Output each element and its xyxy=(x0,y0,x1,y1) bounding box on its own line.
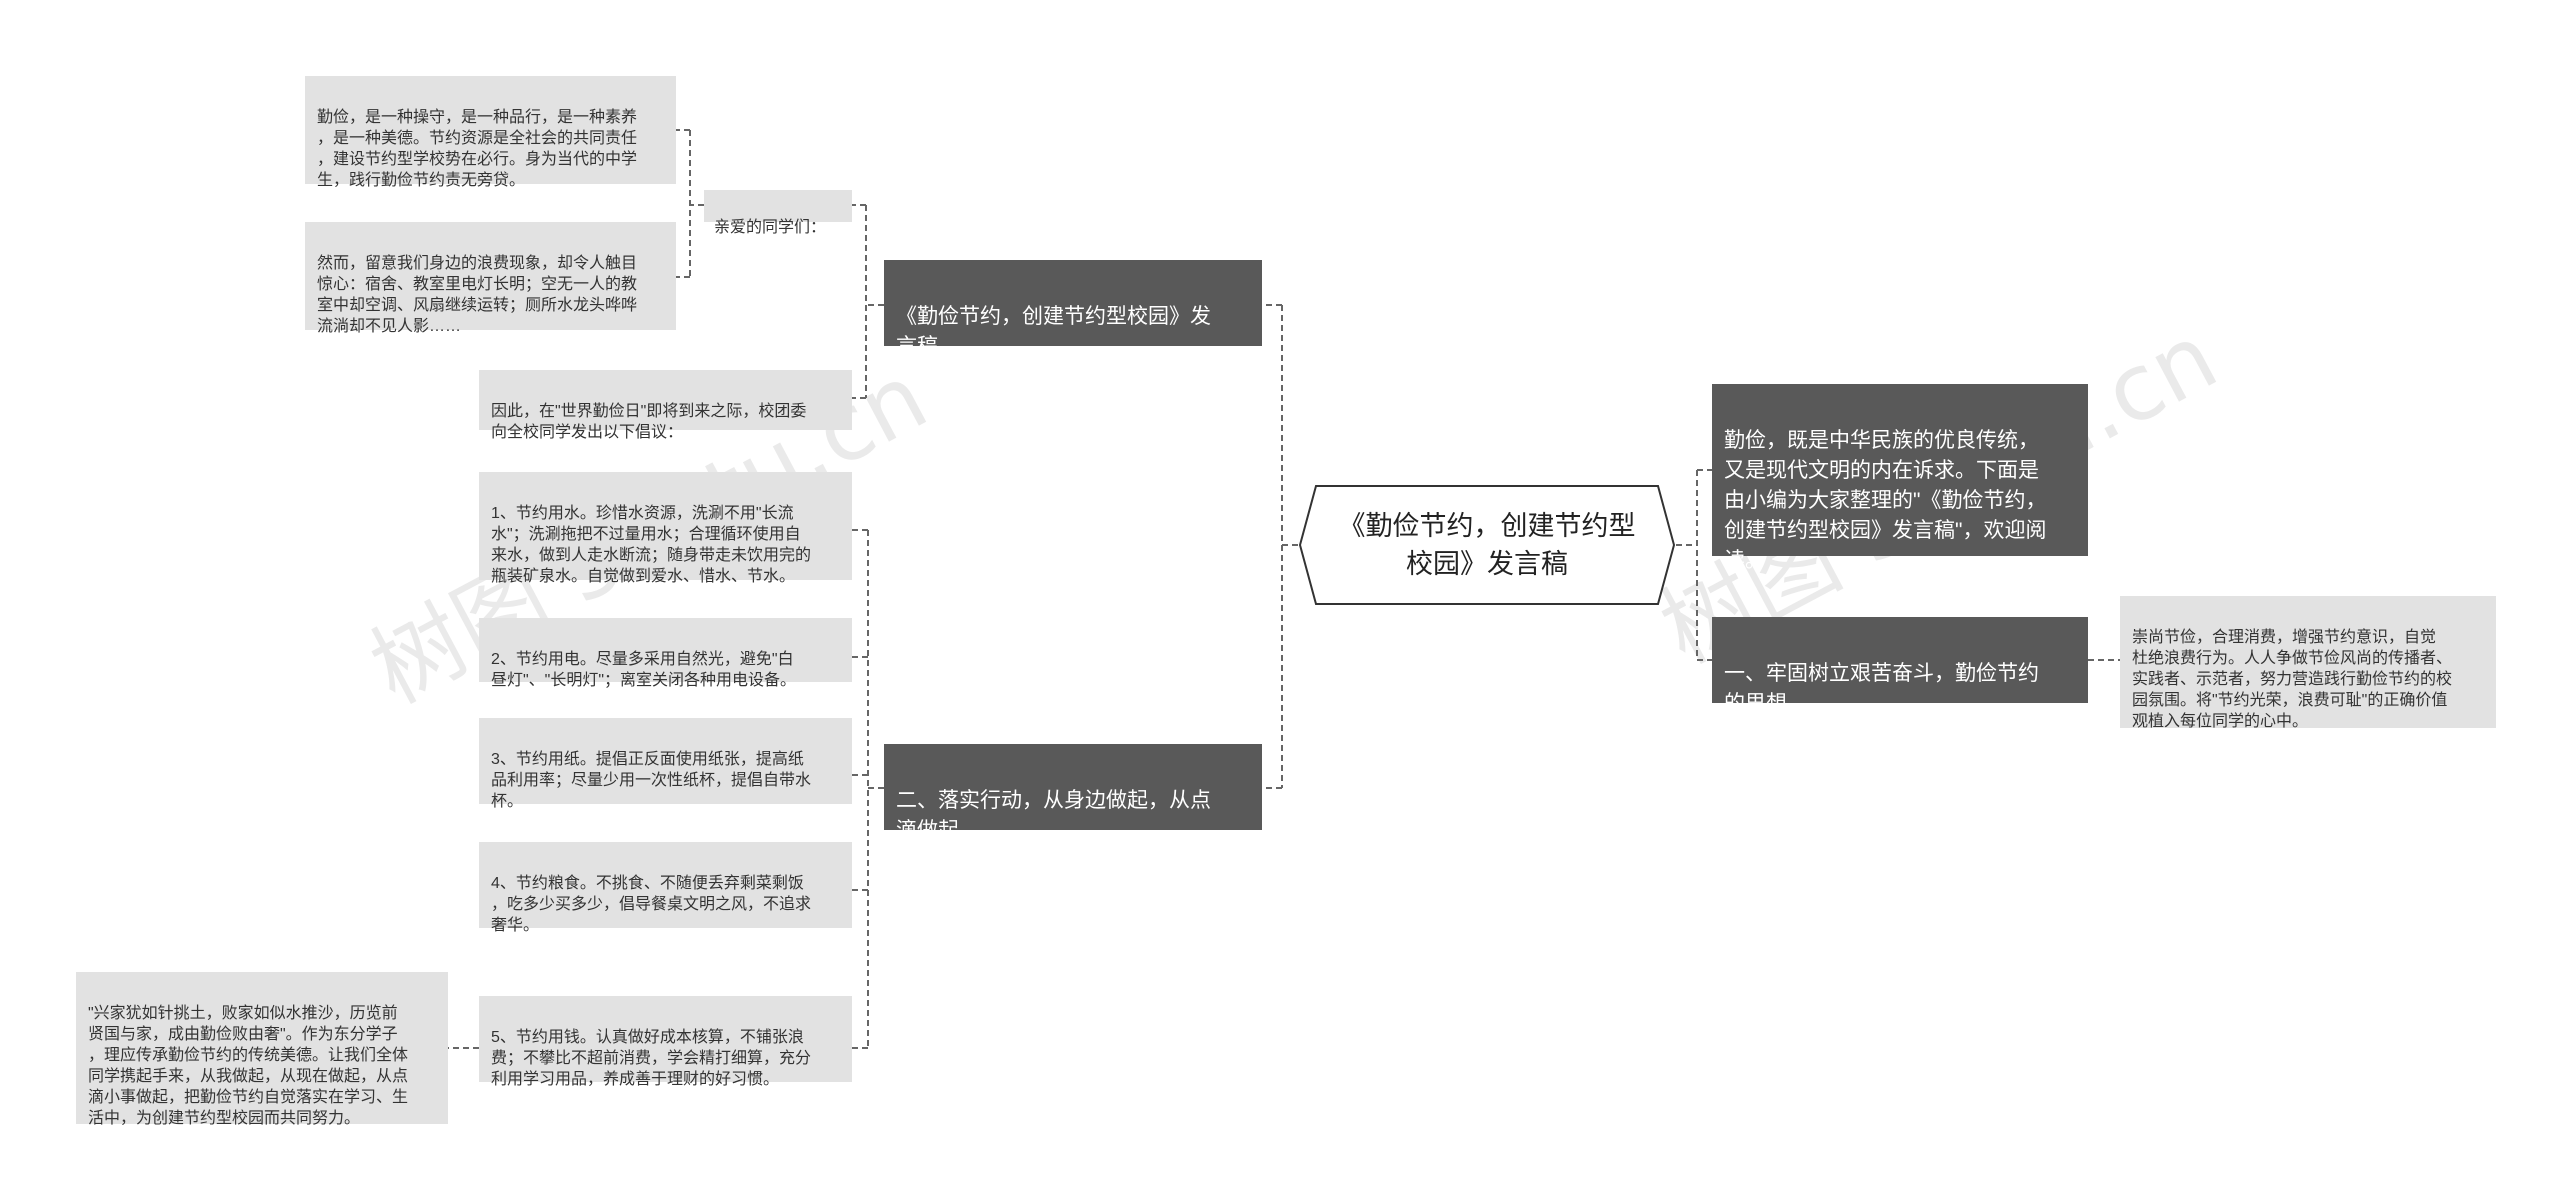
leaf-item-food-text: 4、节约粮食。不挑食、不随便丢弃剩菜剩饭 ，吃多少买多少，倡导餐桌文明之风，不追… xyxy=(491,875,812,934)
leaf-item-paper-text: 3、节约用纸。提倡正反面使用纸张，提高纸 品利用率；尽量少用一次性纸杯，提倡自带… xyxy=(491,751,812,810)
leaf-item-water[interactable]: 1、节约用水。珍惜水资源，洗涮不用"长流 水"；洗涮拖把不过量用水；合理循环使用… xyxy=(479,472,852,585)
link-branch1-trunk xyxy=(852,204,884,399)
leaf-item-money-text: 5、节约用钱。认真做好成本核算，不铺张浪 费；不攀比不超前消费，学会精打细算，充… xyxy=(491,1029,812,1088)
root-title: 《勤俭节约，创建节约型 校园》发言稿 xyxy=(1338,511,1636,579)
leaf-item-money[interactable]: 5、节约用钱。认真做好成本核算，不铺张浪 费；不攀比不超前消费，学会精打细算，充… xyxy=(479,996,852,1088)
leaf-item-food[interactable]: 4、节约粮食。不挑食、不随便丢弃剩菜剩饭 ，吃多少买多少，倡导餐桌文明之风，不追… xyxy=(479,842,852,934)
branch-firm-idea[interactable]: 一、牢固树立艰苦奋斗，勤俭节约 的思想 xyxy=(1712,617,2088,715)
leaf-firm-idea-child-text: 崇尚节俭，合理消费，增强节约意识，自觉 杜绝浪费行为。人人争做节俭风尚的传播者、… xyxy=(2132,629,2453,730)
branch-firm-idea-label: 一、牢固树立艰苦奋斗，勤俭节约 的思想 xyxy=(1724,662,2039,715)
leaf-item-water-text: 1、节约用水。珍惜水资源，洗涮不用"长流 水"；洗涮拖把不过量用水；合理循环使用… xyxy=(491,505,812,585)
branch-speech-title[interactable]: 《勤俭节约，创建节约型校园》发 言稿 xyxy=(884,260,1262,358)
link-root-left-trunk xyxy=(1262,304,1298,789)
branch-speech-title-label: 《勤俭节约，创建节约型校园》发 言稿 xyxy=(896,305,1211,358)
leaf-greeting-paragraph-2[interactable]: 然而，留意我们身边的浪费现象，却令人触目 惊心：宿舍、教室里电灯长明；空无一人的… xyxy=(305,222,676,335)
leaf-greeting[interactable]: 亲爱的同学们： xyxy=(704,190,852,236)
root-hexagon-shape xyxy=(1298,485,1676,605)
root-node[interactable]: 《勤俭节约，创建节约型 校园》发言稿 xyxy=(1298,484,1676,606)
leaf-item-electricity-text: 2、节约用电。尽量多采用自然光，避免"白 昼灯"、"长明灯"；离室关闭各种用电设… xyxy=(491,651,797,689)
leaf-greeting-paragraph-1[interactable]: 勤俭，是一种操守，是一种品行，是一种素养 ，是一种美德。节约资源是全社会的共同责… xyxy=(305,76,676,189)
leaf-item-money-child[interactable]: "兴家犹如针挑土，败家如似水推沙，历览前 贤国与家，成由勤俭败由奢"。作为东分学… xyxy=(76,972,448,1127)
leaf-item-money-child-text: "兴家犹如针挑土，败家如似水推沙，历览前 贤国与家，成由勤俭败由奢"。作为东分学… xyxy=(88,1005,409,1127)
leaf-item-electricity[interactable]: 2、节约用电。尽量多采用自然光，避免"白 昼灯"、"长明灯"；离室关闭各种用电设… xyxy=(479,618,852,689)
link-greeting-trunk xyxy=(676,129,704,278)
leaf-greeting-label: 亲爱的同学们： xyxy=(714,219,827,236)
node-intro-text: 勤俭，既是中华民族的优良传统， 又是现代文明的内在诉求。下面是 由小编为大家整理… xyxy=(1724,429,2047,572)
leaf-greeting-paragraph-2-text: 然而，留意我们身边的浪费现象，却令人触目 惊心：宿舍、教室里电灯长明；空无一人的… xyxy=(317,255,638,335)
node-intro[interactable]: 勤俭，既是中华民族的优良传统， 又是现代文明的内在诉求。下面是 由小编为大家整理… xyxy=(1712,384,2088,572)
branch-action[interactable]: 二、落实行动，从身边做起，从点 滴做起 xyxy=(884,744,1262,842)
link-root-right-trunk xyxy=(1676,469,1712,661)
leaf-firm-idea-child[interactable]: 崇尚节俭，合理消费，增强节约意识，自觉 杜绝浪费行为。人人争做节俭风尚的传播者、… xyxy=(2120,596,2496,730)
branch-action-label: 二、落实行动，从身边做起，从点 滴做起 xyxy=(896,789,1211,842)
leaf-item-paper[interactable]: 3、节约用纸。提倡正反面使用纸张，提高纸 品利用率；尽量少用一次性纸杯，提倡自带… xyxy=(479,718,852,810)
link-branch2-trunk xyxy=(852,529,884,1049)
leaf-initiative-text: 因此，在"世界勤俭日"即将到来之际，校团委 向全校同学发出以下倡议： xyxy=(491,403,807,441)
leaf-greeting-paragraph-1-text: 勤俭，是一种操守，是一种品行，是一种素养 ，是一种美德。节约资源是全社会的共同责… xyxy=(317,109,638,189)
leaf-initiative[interactable]: 因此，在"世界勤俭日"即将到来之际，校团委 向全校同学发出以下倡议： xyxy=(479,370,852,441)
